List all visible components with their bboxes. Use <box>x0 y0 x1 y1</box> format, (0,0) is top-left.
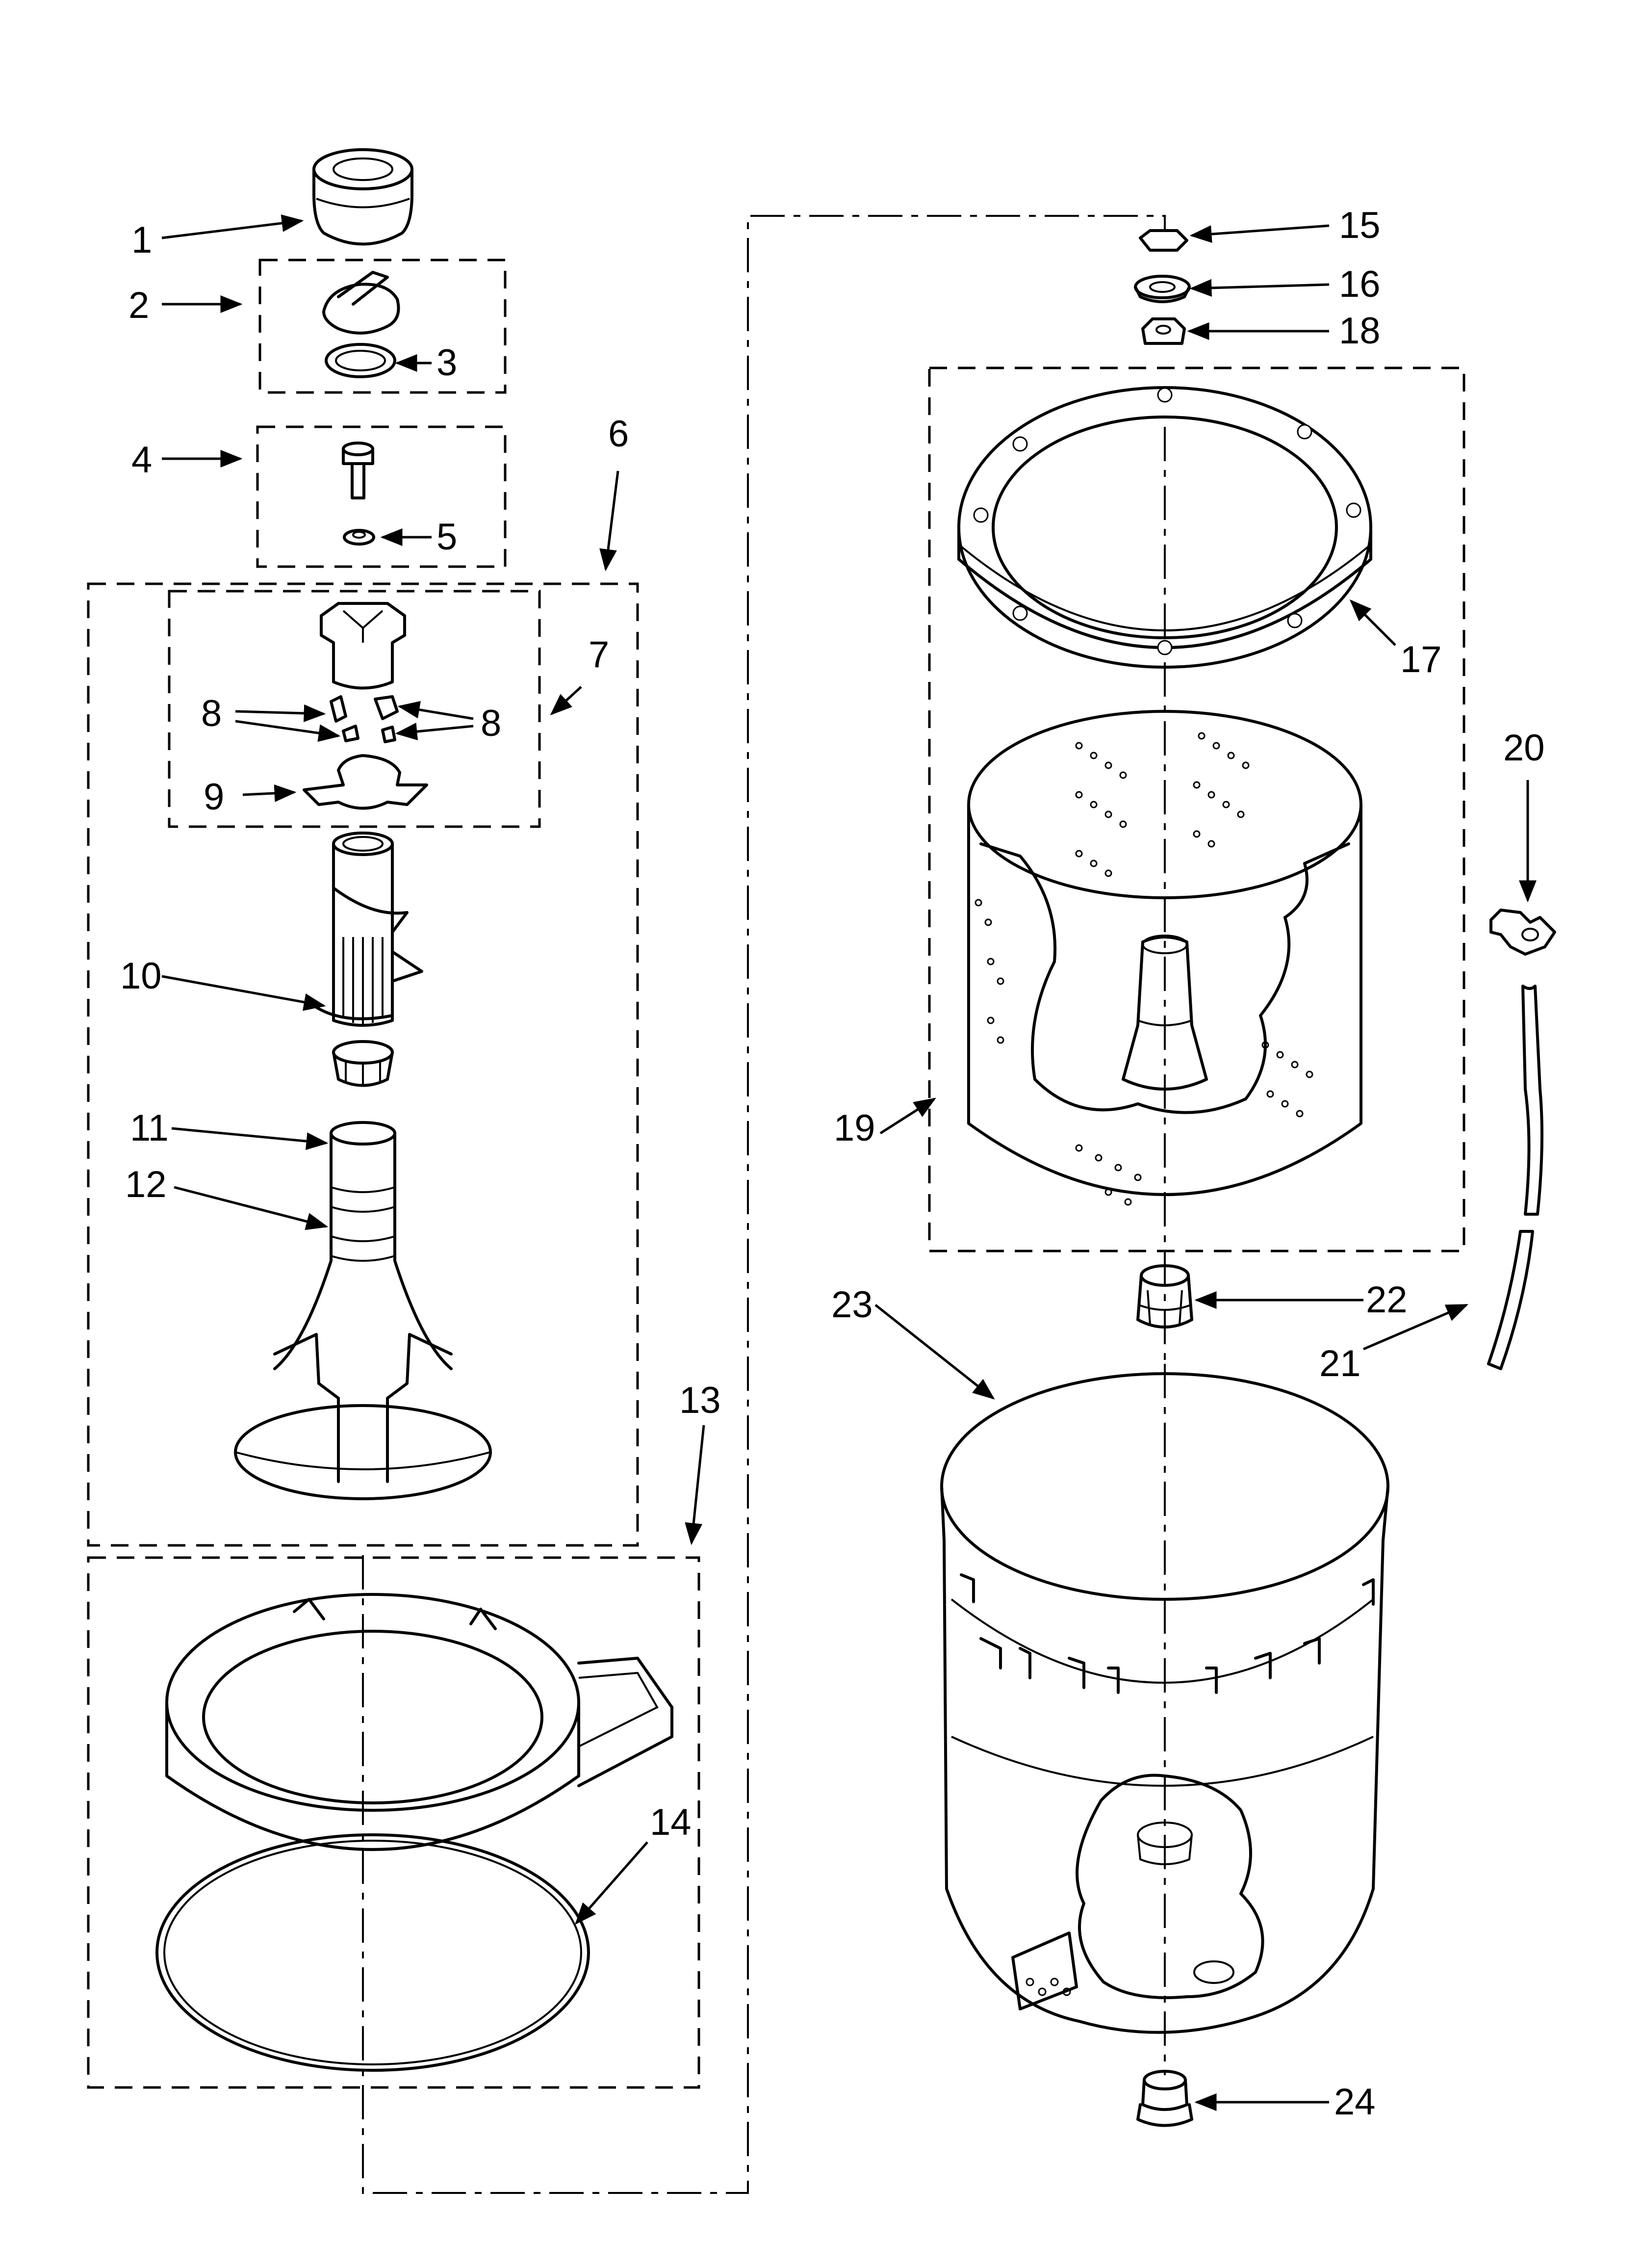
callout-24: 24 <box>1334 2081 1376 2123</box>
part-11-bushing <box>332 1040 394 1087</box>
callout-12: 12 <box>125 1164 167 1205</box>
part-19-spin-basket <box>967 710 1362 1206</box>
part-7-cam-assembly <box>303 602 428 810</box>
part-24-plug <box>1136 2070 1193 2127</box>
callout-9: 9 <box>204 776 224 818</box>
basket-perforations <box>975 732 1313 1206</box>
callout-19: 19 <box>834 1107 875 1149</box>
callout-8-left: 8 <box>201 693 222 734</box>
callout-20: 20 <box>1503 727 1545 769</box>
callout-labels: 1 2 3 4 5 6 7 8 8 9 10 11 12 13 14 15 16… <box>120 205 1545 2123</box>
callout-7: 7 <box>589 634 609 676</box>
callout-22: 22 <box>1366 1279 1408 1321</box>
part-22-hub <box>1136 1264 1193 1329</box>
part-17-balance-ring <box>957 386 1372 669</box>
callout-6: 6 <box>608 413 629 455</box>
box-2 <box>258 259 507 394</box>
callout-2: 2 <box>128 285 149 326</box>
callout-18: 18 <box>1339 310 1381 352</box>
part-2-3-cam-and-ring <box>322 271 400 378</box>
group-boxes <box>87 259 1465 2089</box>
part-12-agitator-base <box>234 1121 492 1500</box>
box-7 <box>168 590 541 828</box>
callout-23: 23 <box>831 1284 873 1326</box>
part-20-21-clamp-and-hose <box>1487 909 1556 1370</box>
part-13-tub-ring <box>165 1593 673 1851</box>
box-4 <box>256 425 507 568</box>
callout-8-right: 8 <box>481 703 501 744</box>
part-23-outer-tub <box>940 1372 1389 2034</box>
callout-14: 14 <box>650 1801 692 1843</box>
callout-17: 17 <box>1400 639 1442 680</box>
callout-16: 16 <box>1339 263 1381 305</box>
box-17-19 <box>928 366 1465 1252</box>
callout-3: 3 <box>436 342 457 384</box>
callout-5: 5 <box>436 516 457 558</box>
part-14-seal-ring <box>155 1833 590 2072</box>
callout-11: 11 <box>130 1107 169 1149</box>
box-6 <box>87 582 639 1547</box>
leader-lines <box>161 214 1537 2111</box>
part-15-16-18-hardware <box>1134 229 1191 345</box>
callout-10: 10 <box>120 955 162 997</box>
part-10-auger <box>312 832 423 1027</box>
center-lines <box>362 215 1166 2194</box>
callout-13: 13 <box>679 1380 721 1421</box>
part-4-5-bolt-and-washer <box>342 442 375 546</box>
box-13 <box>87 1556 700 2089</box>
part-1-agitator-cap <box>312 148 413 246</box>
callout-4: 4 <box>131 439 152 481</box>
callout-21: 21 <box>1319 1343 1361 1384</box>
callout-1: 1 <box>131 219 152 261</box>
callout-15: 15 <box>1339 205 1381 246</box>
